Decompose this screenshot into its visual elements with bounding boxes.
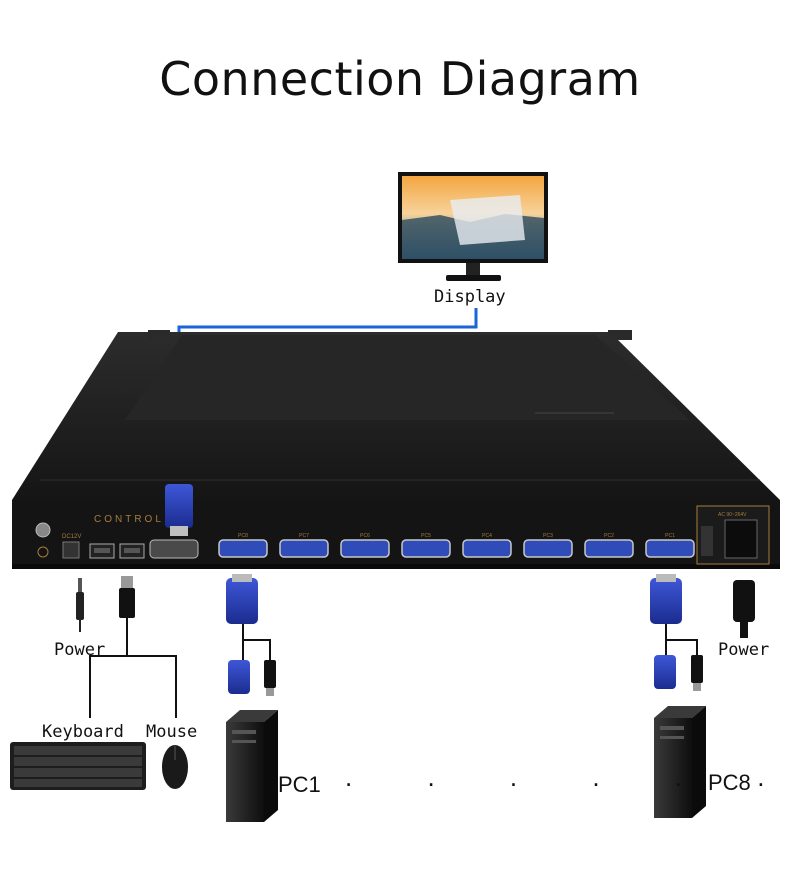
keyboard-label: Keyboard <box>42 722 124 742</box>
dc-port-label: DC12V <box>62 534 81 540</box>
port-label-pc4: PC4 <box>482 533 492 539</box>
display-label: Display <box>434 287 506 307</box>
pc8-tower <box>654 706 706 818</box>
usb-plug <box>119 576 135 656</box>
port-label-pc2: PC2 <box>604 533 614 539</box>
port-label-pc6: PC6 <box>360 533 370 539</box>
mouse-label: Mouse <box>146 722 198 742</box>
pc1-tower <box>226 710 278 822</box>
port-label-pc8: PC8 <box>238 533 248 539</box>
port-label-pc3: PC3 <box>543 533 553 539</box>
kvm-switch-device <box>12 330 780 569</box>
usb-split-cable <box>89 655 177 718</box>
power-label-right: Power <box>718 640 770 660</box>
display-monitor <box>398 172 548 281</box>
ac-port-label: AC 90~264V <box>718 512 747 518</box>
pc8-label: PC8 <box>708 770 751 795</box>
ellipsis-dots: . . . . . . <box>345 762 799 792</box>
port-label-pc5: PC5 <box>421 533 431 539</box>
dc-power-plug <box>76 578 84 632</box>
port-label-pc1: PC1 <box>665 533 675 539</box>
mouse-image <box>162 745 188 789</box>
control-port-label: CONTROL <box>94 514 164 525</box>
pc1-label: PC1 <box>278 772 321 797</box>
pc1-cable <box>226 574 276 696</box>
ac-power-plug <box>733 580 755 638</box>
pc8-cable <box>650 574 703 691</box>
power-label-left: Power <box>54 640 106 660</box>
page-title: Connection Diagram <box>159 52 641 106</box>
port-label-pc7: PC7 <box>299 533 309 539</box>
keyboard-image <box>10 742 146 790</box>
control-vga-plug <box>165 484 193 528</box>
